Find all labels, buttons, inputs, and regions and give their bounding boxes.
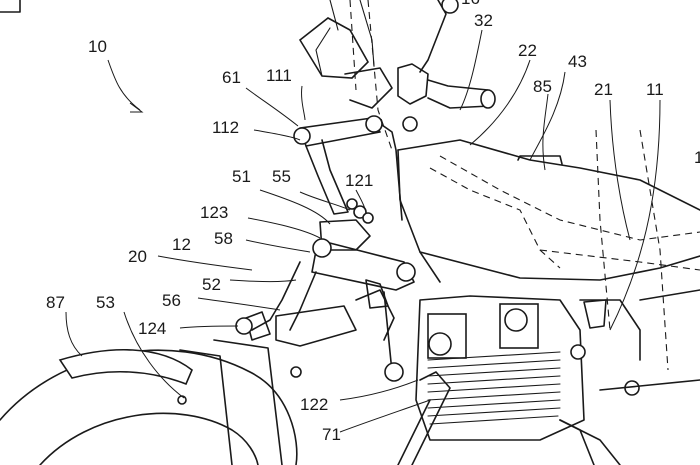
label-87: 87 — [46, 293, 65, 312]
label-12: 12 — [172, 235, 191, 254]
label-85: 85 — [533, 77, 552, 96]
label-43: 43 — [568, 52, 587, 71]
label-121: 121 — [345, 171, 373, 190]
label-112: 112 — [212, 118, 239, 137]
label-55: 55 — [272, 167, 291, 186]
steering-linkage — [293, 115, 418, 224]
label-71: 71 — [322, 425, 341, 444]
label-52: 52 — [202, 275, 221, 294]
label-20: 20 — [128, 247, 147, 266]
fork-bracket — [235, 219, 416, 382]
handlebar-assembly — [298, 0, 496, 109]
label-122: 122 — [300, 395, 328, 414]
engine — [397, 289, 700, 465]
label-123: 123 — [200, 203, 228, 222]
label-56: 56 — [162, 291, 181, 310]
label-53: 53 — [96, 293, 115, 312]
label-58: 58 — [214, 229, 233, 248]
corner-frame — [0, 0, 21, 13]
label-22: 22 — [518, 41, 537, 60]
label-11: 11 — [646, 80, 664, 99]
label-61: 61 — [222, 68, 241, 87]
label-51: 51 — [232, 167, 251, 186]
label-124: 124 — [138, 319, 166, 338]
leader-lines — [65, 29, 661, 433]
reference-labels: 10 16 32 22 43 85 21 11 1 61 111 112 51 … — [46, 0, 700, 444]
label-16-partial: 16 — [461, 0, 480, 8]
label-21: 21 — [594, 80, 613, 99]
label-111: 111 — [266, 66, 292, 85]
label-1-partial: 1 — [694, 148, 700, 167]
front-wheel — [0, 339, 302, 465]
label-32: 32 — [474, 11, 493, 30]
fuel-tank — [349, 0, 700, 371]
label-10: 10 — [88, 37, 107, 56]
